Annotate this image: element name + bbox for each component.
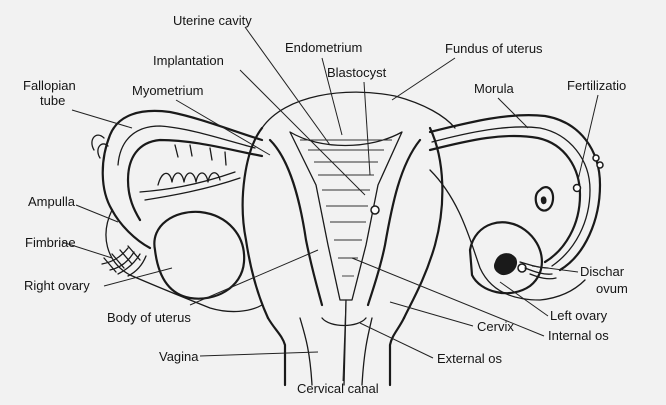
label-cervix: Cervix [477, 319, 514, 334]
label-fundus-of-uterus: Fundus of uterus [445, 41, 543, 56]
label-discharged-ovum-1: Dischar [580, 264, 625, 279]
label-morula: Morula [474, 81, 515, 96]
label-internal-os: Internal os [548, 328, 609, 343]
implanting-blastocyst [371, 206, 379, 214]
label-external-os: External os [437, 351, 503, 366]
label-left-ovary: Left ovary [550, 308, 608, 323]
label-uterine-cavity: Uterine cavity [173, 13, 252, 28]
fertilization-dot-1 [593, 155, 599, 161]
label-cervical-canal: Cervical canal [297, 381, 379, 396]
label-body-of-uterus: Body of uterus [107, 310, 191, 325]
label-right-ovary: Right ovary [24, 278, 90, 293]
label-fallopian-tube-2: tube [40, 93, 65, 108]
label-vagina: Vagina [159, 349, 199, 364]
label-endometrium: Endometrium [285, 40, 362, 55]
label-implantation: Implantation [153, 53, 224, 68]
label-fimbriae: Fimbriae [25, 235, 76, 250]
label-fertilization: Fertilizatio [567, 78, 626, 93]
label-blastocyst: Blastocyst [327, 65, 387, 80]
fertilization-zygote [574, 185, 581, 192]
label-discharged-ovum-2: ovum [596, 281, 628, 296]
fertilization-dot-2 [597, 162, 603, 168]
label-myometrium: Myometrium [132, 83, 204, 98]
label-fallopian-tube-1: Fallopian [23, 78, 76, 93]
blastocyst-inner-mass [541, 196, 547, 204]
label-ampulla: Ampulla [28, 194, 76, 209]
